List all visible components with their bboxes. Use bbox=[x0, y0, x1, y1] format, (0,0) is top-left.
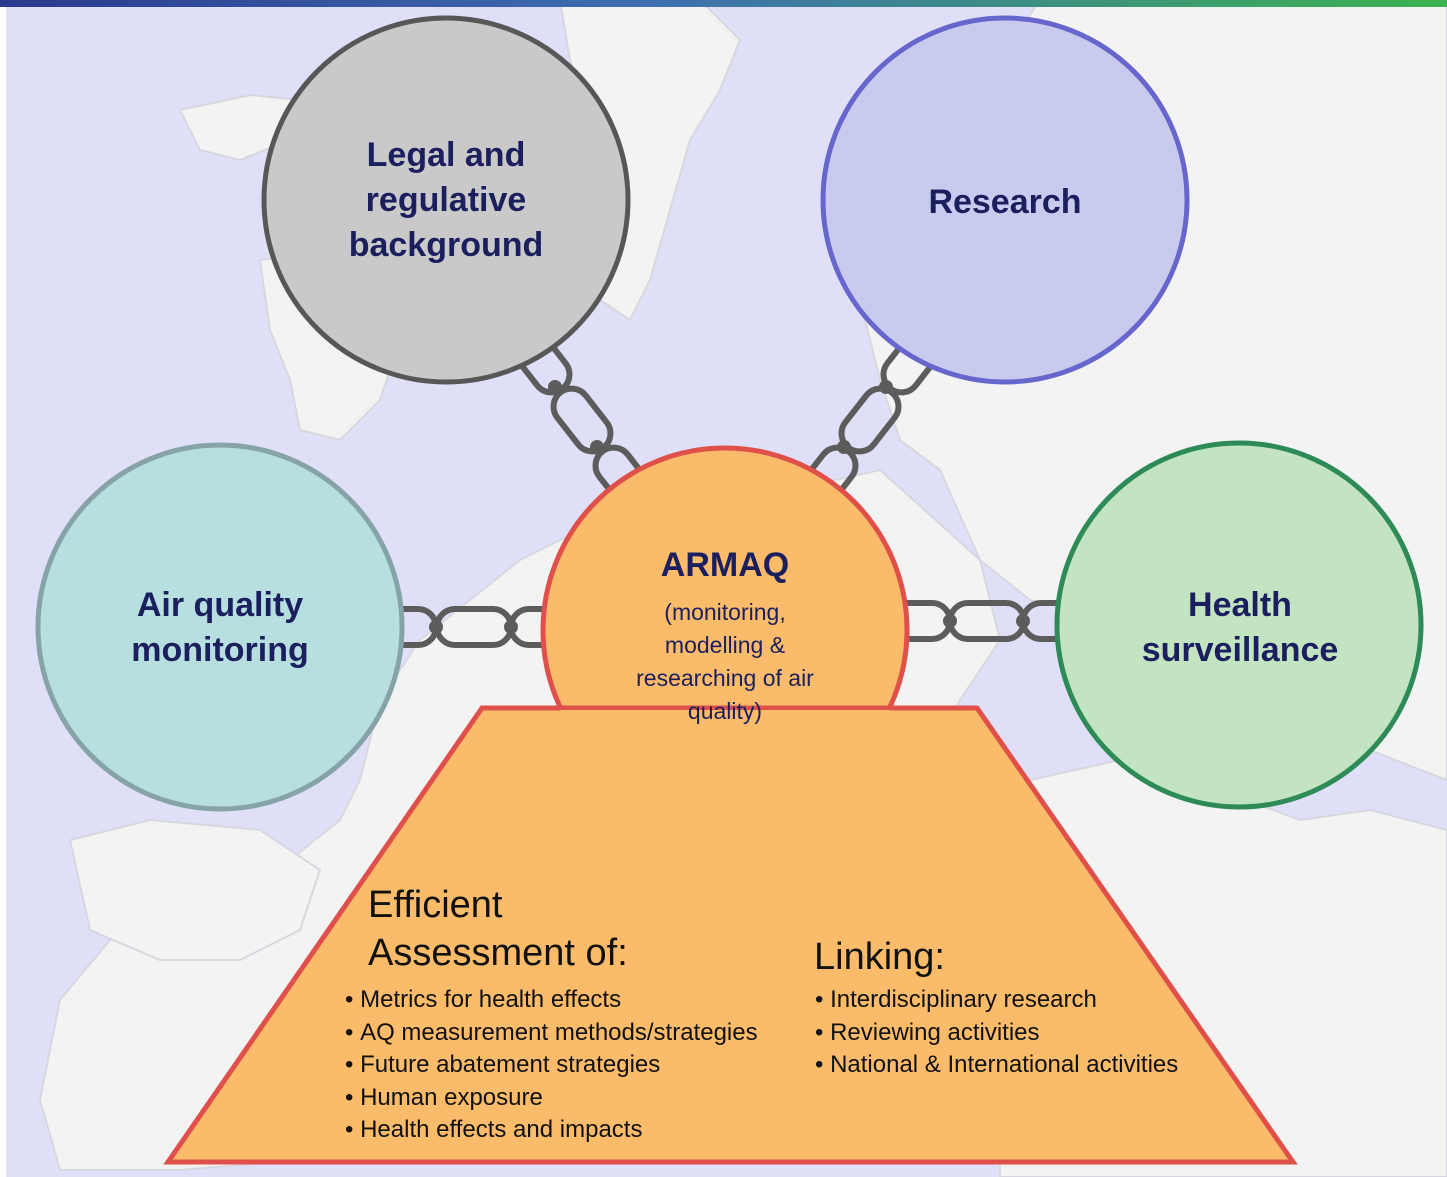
assessment-item: AQ measurement methods/strategies bbox=[345, 1017, 758, 1050]
assessment-item: Future abatement strategies bbox=[345, 1049, 758, 1082]
health-circle bbox=[1054, 440, 1424, 810]
left-edge-strip bbox=[0, 7, 6, 1177]
legal-label: Legal and regulative background bbox=[348, 135, 544, 264]
assessment-list: Metrics for health effects AQ measuremen… bbox=[345, 984, 758, 1147]
linking-heading: Linking: bbox=[814, 936, 945, 978]
health-label: Health surveillance bbox=[1141, 585, 1339, 669]
armaq-subtitle: (monitoring, modelling & researching of … bbox=[636, 599, 814, 724]
assessment-item: Metrics for health effects bbox=[345, 984, 758, 1017]
air-quality-circle bbox=[35, 442, 405, 812]
legal-circle bbox=[261, 15, 631, 385]
linking-item: Reviewing activities bbox=[815, 1017, 1178, 1050]
linking-list: Interdisciplinary research Reviewing act… bbox=[815, 984, 1178, 1082]
assessment-item: Human exposure bbox=[345, 1082, 758, 1115]
chain-joints bbox=[429, 380, 1030, 634]
armaq-title: ARMAQ bbox=[660, 546, 790, 584]
assessment-heading: Efficient Assessment of: bbox=[368, 884, 628, 974]
research-label: Research bbox=[928, 183, 1082, 221]
air-quality-label: Air quality monitoring bbox=[131, 585, 309, 669]
linking-item: National & International activities bbox=[815, 1049, 1178, 1082]
top-accent-bar bbox=[0, 0, 1447, 7]
armaq-join-fill bbox=[560, 710, 890, 816]
linking-item: Interdisciplinary research bbox=[815, 984, 1178, 1017]
assessment-item: Health effects and impacts bbox=[345, 1114, 758, 1147]
research-circle bbox=[820, 15, 1190, 385]
